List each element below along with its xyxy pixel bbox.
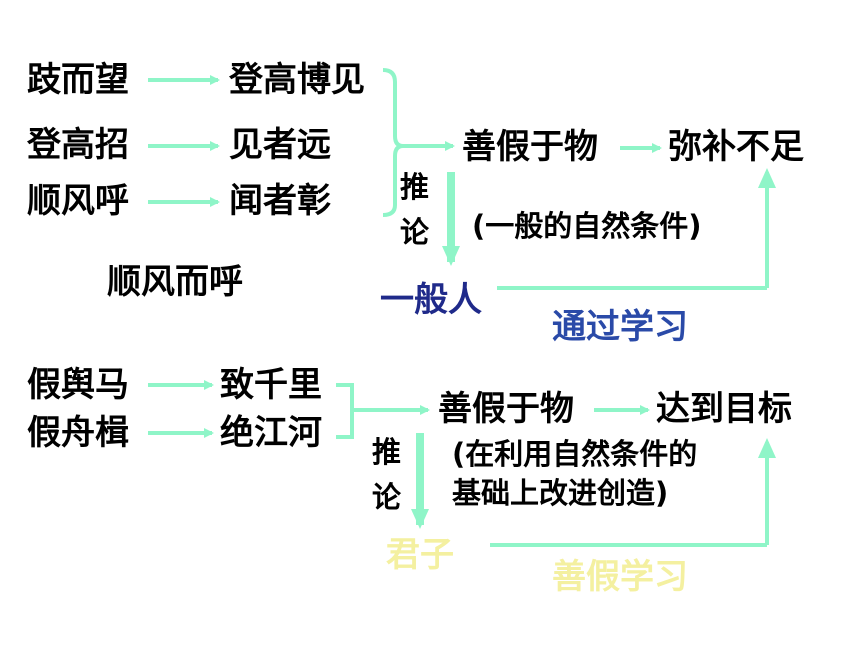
bottom-right-item-1: 致千里 bbox=[220, 365, 322, 405]
top-path-label: 通过学习 bbox=[552, 307, 688, 347]
bottom-person: 君子 bbox=[386, 535, 454, 575]
top-right-item-2: 见者远 bbox=[229, 125, 331, 165]
bottom-main-step: 善假于物 bbox=[438, 389, 574, 429]
bottom-infer-char-2: 论 bbox=[372, 480, 402, 514]
bottom-left-item-1: 假舆马 bbox=[27, 365, 129, 405]
top-extra-phrase: 顺风而呼 bbox=[107, 262, 243, 302]
bottom-note-line-1: (在利用自然条件的 bbox=[452, 437, 698, 471]
top-infer-char-1: 推 bbox=[400, 170, 430, 204]
top-person: 一般人 bbox=[380, 280, 482, 320]
top-left-item-1: 跂而望 bbox=[27, 60, 129, 100]
top-right-item-3: 闻者彰 bbox=[229, 181, 331, 221]
bottom-infer-char-1: 推 bbox=[372, 435, 402, 469]
top-main-step: 善假于物 bbox=[462, 127, 598, 167]
top-left-item-3: 顺风呼 bbox=[27, 181, 129, 221]
top-left-item-2: 登高招 bbox=[27, 125, 129, 165]
bottom-path-label: 善假学习 bbox=[552, 557, 688, 597]
bottom-right-item-2: 绝江河 bbox=[220, 413, 322, 453]
bottom-left-item-2: 假舟楫 bbox=[27, 413, 129, 453]
top-note: (一般的自然条件) bbox=[472, 209, 702, 243]
top-result: 弥补不足 bbox=[668, 127, 804, 167]
top-infer-char-2: 论 bbox=[400, 215, 430, 249]
bottom-result: 达到目标 bbox=[656, 389, 792, 429]
bottom-bracket bbox=[336, 383, 372, 439]
bottom-note-line-2: 基础上改进创造) bbox=[452, 476, 669, 510]
top-right-item-1: 登高博见 bbox=[229, 60, 365, 100]
